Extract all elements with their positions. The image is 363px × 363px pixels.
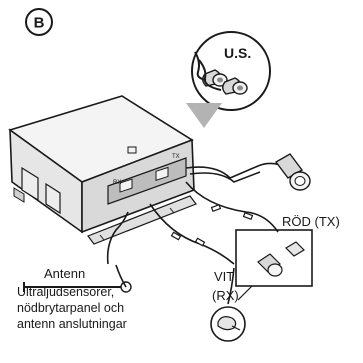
- pointer-arrow-icon: [186, 103, 222, 128]
- connection-box: [235, 229, 313, 287]
- white-label: VIT: [214, 269, 234, 284]
- rx-panel-inset: [210, 306, 246, 342]
- antenna-wire: [23, 264, 132, 293]
- sensor-detail-inset: U.S.: [191, 31, 271, 111]
- rx-label: (RX): [212, 288, 239, 303]
- panel-badge: B: [25, 8, 53, 36]
- module-tx-mark: TX: [172, 154, 180, 160]
- caption-line-3: antenn anslutningar: [17, 317, 127, 331]
- red-tx-label: RÖD (TX): [282, 214, 340, 229]
- module-rx-mark: RX: [113, 180, 121, 186]
- panel-badge-letter: B: [34, 15, 45, 32]
- antenna-label: Antenn: [44, 266, 85, 281]
- caption: Ultraljudsensorer, nödbrytarpanel och an…: [17, 284, 167, 332]
- caption-line-2: nödbrytarpanel och: [17, 301, 125, 315]
- module-logo-icon: [127, 146, 137, 154]
- rx-plug-icon: [217, 316, 237, 331]
- caption-line-1: Ultraljudsensorer,: [17, 285, 115, 299]
- ultrasonic-sensor-icon: [202, 69, 248, 95]
- control-module: RX TX: [8, 95, 197, 245]
- tx-sensor-icon: [274, 153, 311, 191]
- cable-plugs: [170, 203, 254, 247]
- us-label: U.S.: [224, 45, 251, 61]
